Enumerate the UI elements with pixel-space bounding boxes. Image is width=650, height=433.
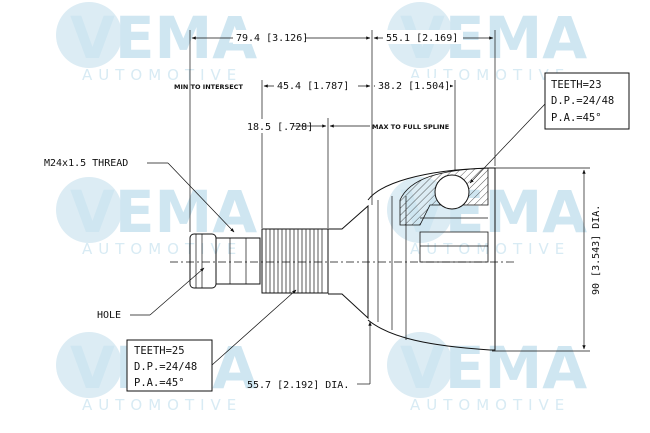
right-pa: P.A.=45° bbox=[551, 112, 602, 124]
dim-outer-diameter: 90 [3.543] DIA. bbox=[591, 205, 602, 295]
watermark-sub: AUTOMOTIVE bbox=[410, 240, 570, 258]
watermark-brand: VEMA bbox=[400, 334, 587, 402]
right-teeth: TEETH=23 bbox=[551, 79, 602, 91]
dim-max-spline-value: 18.5 [.728] bbox=[247, 122, 313, 133]
hole-label: HOLE bbox=[97, 310, 121, 321]
spec-box-right: TEETH=23 D.P.=24/48 P.A.=45° bbox=[469, 72, 630, 184]
spec-box-left: TEETH=25 D.P.=24/48 P.A.=45° bbox=[126, 289, 297, 392]
dimension-lines bbox=[189, 30, 590, 352]
left-dp: D.P.=24/48 bbox=[134, 361, 197, 373]
spline-lines bbox=[265, 229, 323, 293]
thread-label: M24x1.5 THREAD bbox=[44, 158, 128, 169]
dim-overall-length: 79.4 [3.126] bbox=[236, 33, 308, 44]
watermark-sub: AUTOMOTIVE bbox=[82, 240, 242, 258]
dim-min-intersect-label: MIN TO INTERSECT bbox=[174, 83, 243, 91]
bell-housing bbox=[367, 167, 496, 351]
hole-callout: HOLE bbox=[97, 267, 205, 321]
watermark-mid-left: VEMA AUTOMOTIVE bbox=[56, 177, 257, 258]
watermark-top-left: VEMA AUTOMOTIVE bbox=[56, 2, 257, 84]
dim-min-intersect: 45.4 [1.787] bbox=[277, 81, 349, 92]
watermark-sub: AUTOMOTIVE bbox=[82, 66, 242, 84]
seal-diameter-callout: 55.7 [2.192] DIA. bbox=[247, 321, 372, 391]
watermark-sub: AUTOMOTIVE bbox=[410, 396, 570, 414]
watermark-bottom-right: VEMA AUTOMOTIVE bbox=[387, 332, 587, 414]
watermark-mid-right: VEMA AUTOMOTIVE bbox=[387, 177, 587, 258]
left-pa: P.A.=45° bbox=[134, 377, 185, 389]
watermark-sub: AUTOMOTIVE bbox=[82, 396, 242, 414]
thread-callout: M24x1.5 THREAD bbox=[44, 158, 235, 233]
watermark-brand: VEMA bbox=[70, 178, 257, 246]
dim-max-spline-label: MAX TO FULL SPLINE bbox=[372, 123, 449, 131]
ball-bearing bbox=[434, 174, 470, 210]
left-teeth: TEETH=25 bbox=[134, 345, 185, 357]
seal-diameter-label: 55.7 [2.192] DIA. bbox=[247, 380, 349, 391]
dim-bell-length: 55.1 [2.169] bbox=[386, 33, 458, 44]
dim-right-offset: 38.2 [1.504] bbox=[378, 81, 450, 92]
right-dp: D.P.=24/48 bbox=[551, 95, 614, 107]
